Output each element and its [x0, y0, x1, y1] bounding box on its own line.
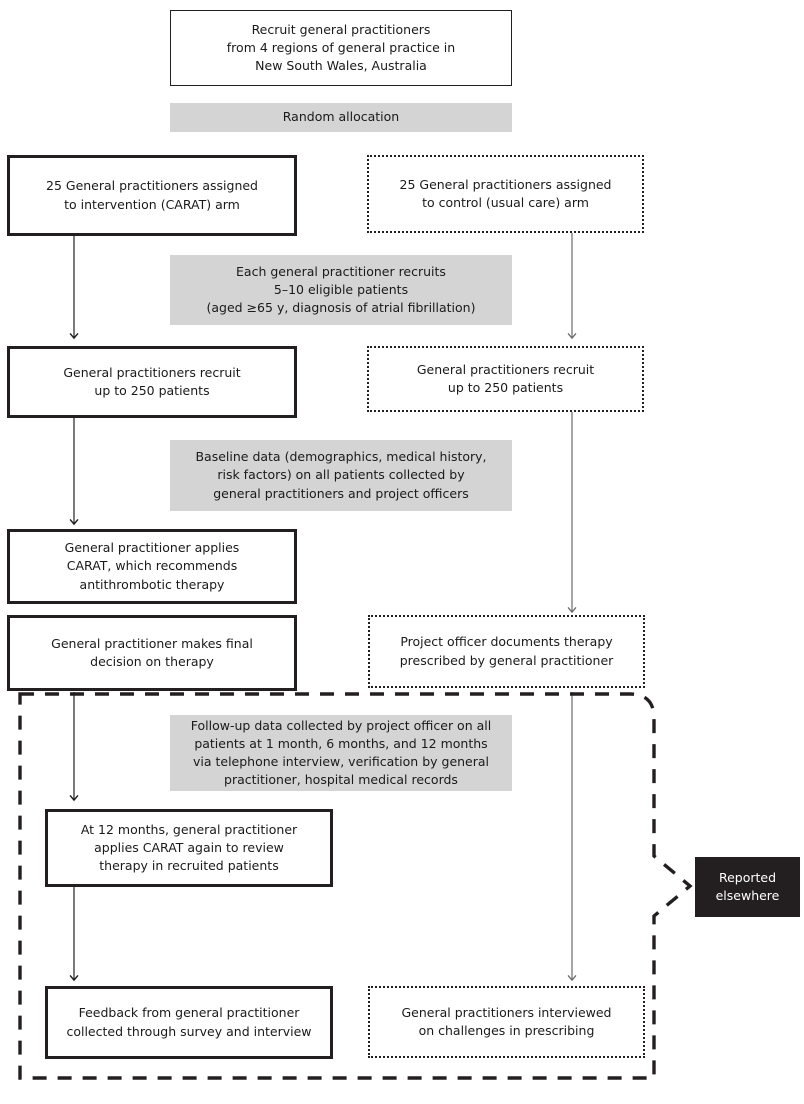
node-baseline-data-label: Baseline data (demographics, medical his… — [195, 449, 487, 501]
node-gps-interviewed-label: General practitioners interviewed on cha… — [401, 1004, 612, 1038]
node-gp-applies-carat: General practitioner applies CARAT, whic… — [7, 529, 297, 604]
node-reported-elsewhere-label: Reported elsewhere — [715, 869, 780, 903]
node-intervention-recruit: General practitioners recruit up to 250 … — [7, 346, 297, 418]
node-carat-again-12mo: At 12 months, general practitioner appli… — [45, 809, 333, 887]
node-gp-final-decision-label: General practitioner makes final decisio… — [51, 635, 253, 669]
node-followup-data: Follow-up data collected by project offi… — [170, 715, 512, 791]
node-each-gp-recruits: Each general practitioner recruits 5–10 … — [170, 255, 512, 325]
node-control-recruit-label: General practitioners recruit up to 250 … — [416, 361, 595, 395]
node-control-arm: 25 General practitioners assigned to con… — [367, 155, 644, 233]
node-control-recruit: General practitioners recruit up to 250 … — [367, 346, 644, 412]
node-carat-again-12mo-label: At 12 months, general practitioner appli… — [80, 821, 298, 874]
node-followup-data-label: Follow-up data collected by project offi… — [190, 717, 492, 788]
node-random-allocation: Random allocation — [170, 103, 512, 132]
node-control-arm-label: 25 General practitioners assigned to con… — [399, 176, 612, 210]
node-gp-final-decision: General practitioner makes final decisio… — [7, 615, 297, 691]
node-reported-elsewhere: Reported elsewhere — [695, 857, 800, 917]
node-gp-feedback-label: Feedback from general practitioner colle… — [66, 1005, 312, 1039]
node-gps-interviewed: General practitioners interviewed on cha… — [368, 986, 645, 1058]
node-project-officer-documents-label: Project officer documents therapy prescr… — [399, 634, 614, 668]
node-intervention-arm-label: 25 General practitioners assigned to int… — [46, 178, 258, 212]
node-baseline-data: Baseline data (demographics, medical his… — [170, 440, 512, 511]
node-gp-feedback: Feedback from general practitioner colle… — [45, 986, 333, 1059]
node-intervention-recruit-label: General practitioners recruit up to 250 … — [63, 364, 241, 398]
node-random-allocation-label: Random allocation — [282, 109, 400, 125]
node-recruit-gps-label: Recruit general practitioners from 4 reg… — [226, 21, 456, 74]
node-each-gp-recruits-label: Each general practitioner recruits 5–10 … — [206, 263, 476, 316]
node-recruit-gps: Recruit general practitioners from 4 reg… — [170, 10, 512, 86]
node-project-officer-documents: Project officer documents therapy prescr… — [368, 615, 645, 688]
node-gp-applies-carat-label: General practitioner applies CARAT, whic… — [64, 540, 240, 592]
node-intervention-arm: 25 General practitioners assigned to int… — [7, 155, 297, 236]
